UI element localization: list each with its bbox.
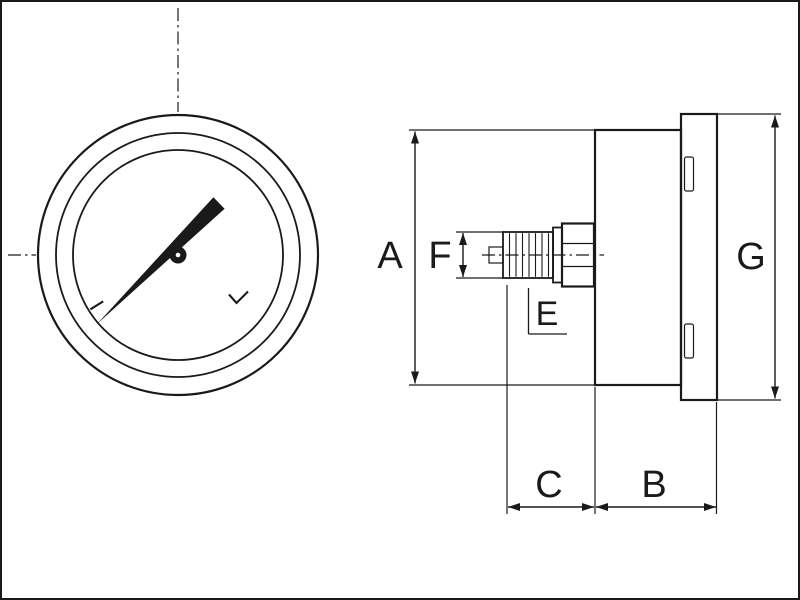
needle-hub-center	[175, 252, 181, 258]
front-view	[8, 8, 320, 397]
dimension-e: E	[527, 288, 567, 335]
dim-label-e: E	[536, 295, 559, 333]
bezel-outer-circle	[36, 113, 320, 397]
dimension-a: A	[377, 129, 595, 386]
dim-label-b: B	[641, 464, 666, 506]
hex-nut	[560, 222, 596, 288]
dimension-f: F	[428, 231, 503, 279]
dimension-b: B	[596, 402, 718, 514]
bezel-middle-circle	[55, 132, 301, 378]
case-body	[593, 128, 683, 387]
dial-circle	[72, 149, 284, 361]
clamp-tab-top	[683, 156, 695, 192]
dim-label-f: F	[428, 235, 451, 277]
dimension-c: C	[506, 285, 596, 514]
scale-tick-right	[228, 290, 249, 305]
dim-label-g: G	[736, 236, 766, 278]
panel-flange	[679, 112, 719, 402]
dimension-g: G	[718, 113, 781, 401]
dim-label-c: C	[535, 464, 562, 506]
clamp-tab-bottom	[683, 323, 695, 359]
side-view	[482, 112, 719, 402]
thread-lines	[508, 233, 550, 277]
dim-label-a: A	[377, 235, 403, 277]
needle	[97, 197, 225, 324]
scale-tick-left	[89, 300, 104, 311]
